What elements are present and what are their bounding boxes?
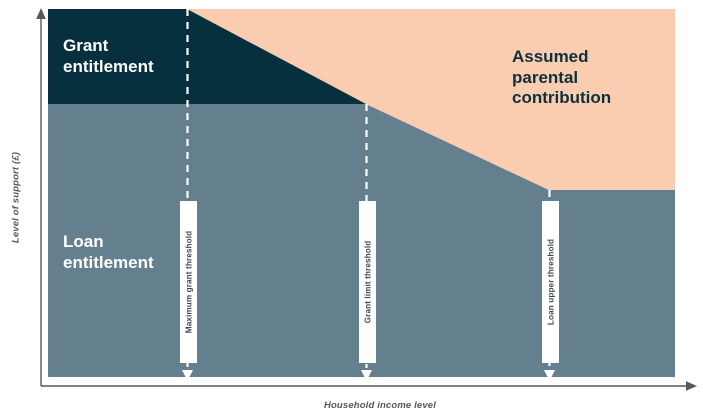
threshold-label-maximum-grant: Maximum grant threshold — [184, 230, 193, 334]
threshold-label-loan-upper: Loan upper threshold — [546, 238, 555, 326]
region-assumed-parental-contribution — [187, 9, 675, 190]
threshold-arrowhead-maximum-grant — [182, 370, 193, 381]
y-axis-arrowhead — [36, 8, 46, 19]
x-axis-arrowhead — [686, 381, 697, 391]
threshold-label-box-grant-limit: Grant limit threshold — [359, 201, 376, 363]
region-label-grant-entitlement: Grant entitlement — [63, 36, 154, 76]
region-grant-entitlement — [48, 9, 366, 104]
region-label-loan-entitlement: Loan entitlement — [63, 232, 154, 272]
y-axis-title: Level of support (£) — [10, 151, 22, 244]
threshold-label-box-loan-upper: Loan upper threshold — [542, 201, 559, 363]
threshold-arrowhead-loan-upper — [544, 370, 555, 381]
x-axis-title: Household income level — [323, 400, 437, 411]
threshold-label-grant-limit: Grant limit threshold — [363, 240, 372, 324]
region-label-assumed-parental-contribution: Assumed parental contribution — [512, 47, 612, 108]
threshold-label-box-maximum-grant: Maximum grant threshold — [180, 201, 197, 363]
threshold-arrowhead-grant-limit — [361, 370, 372, 381]
